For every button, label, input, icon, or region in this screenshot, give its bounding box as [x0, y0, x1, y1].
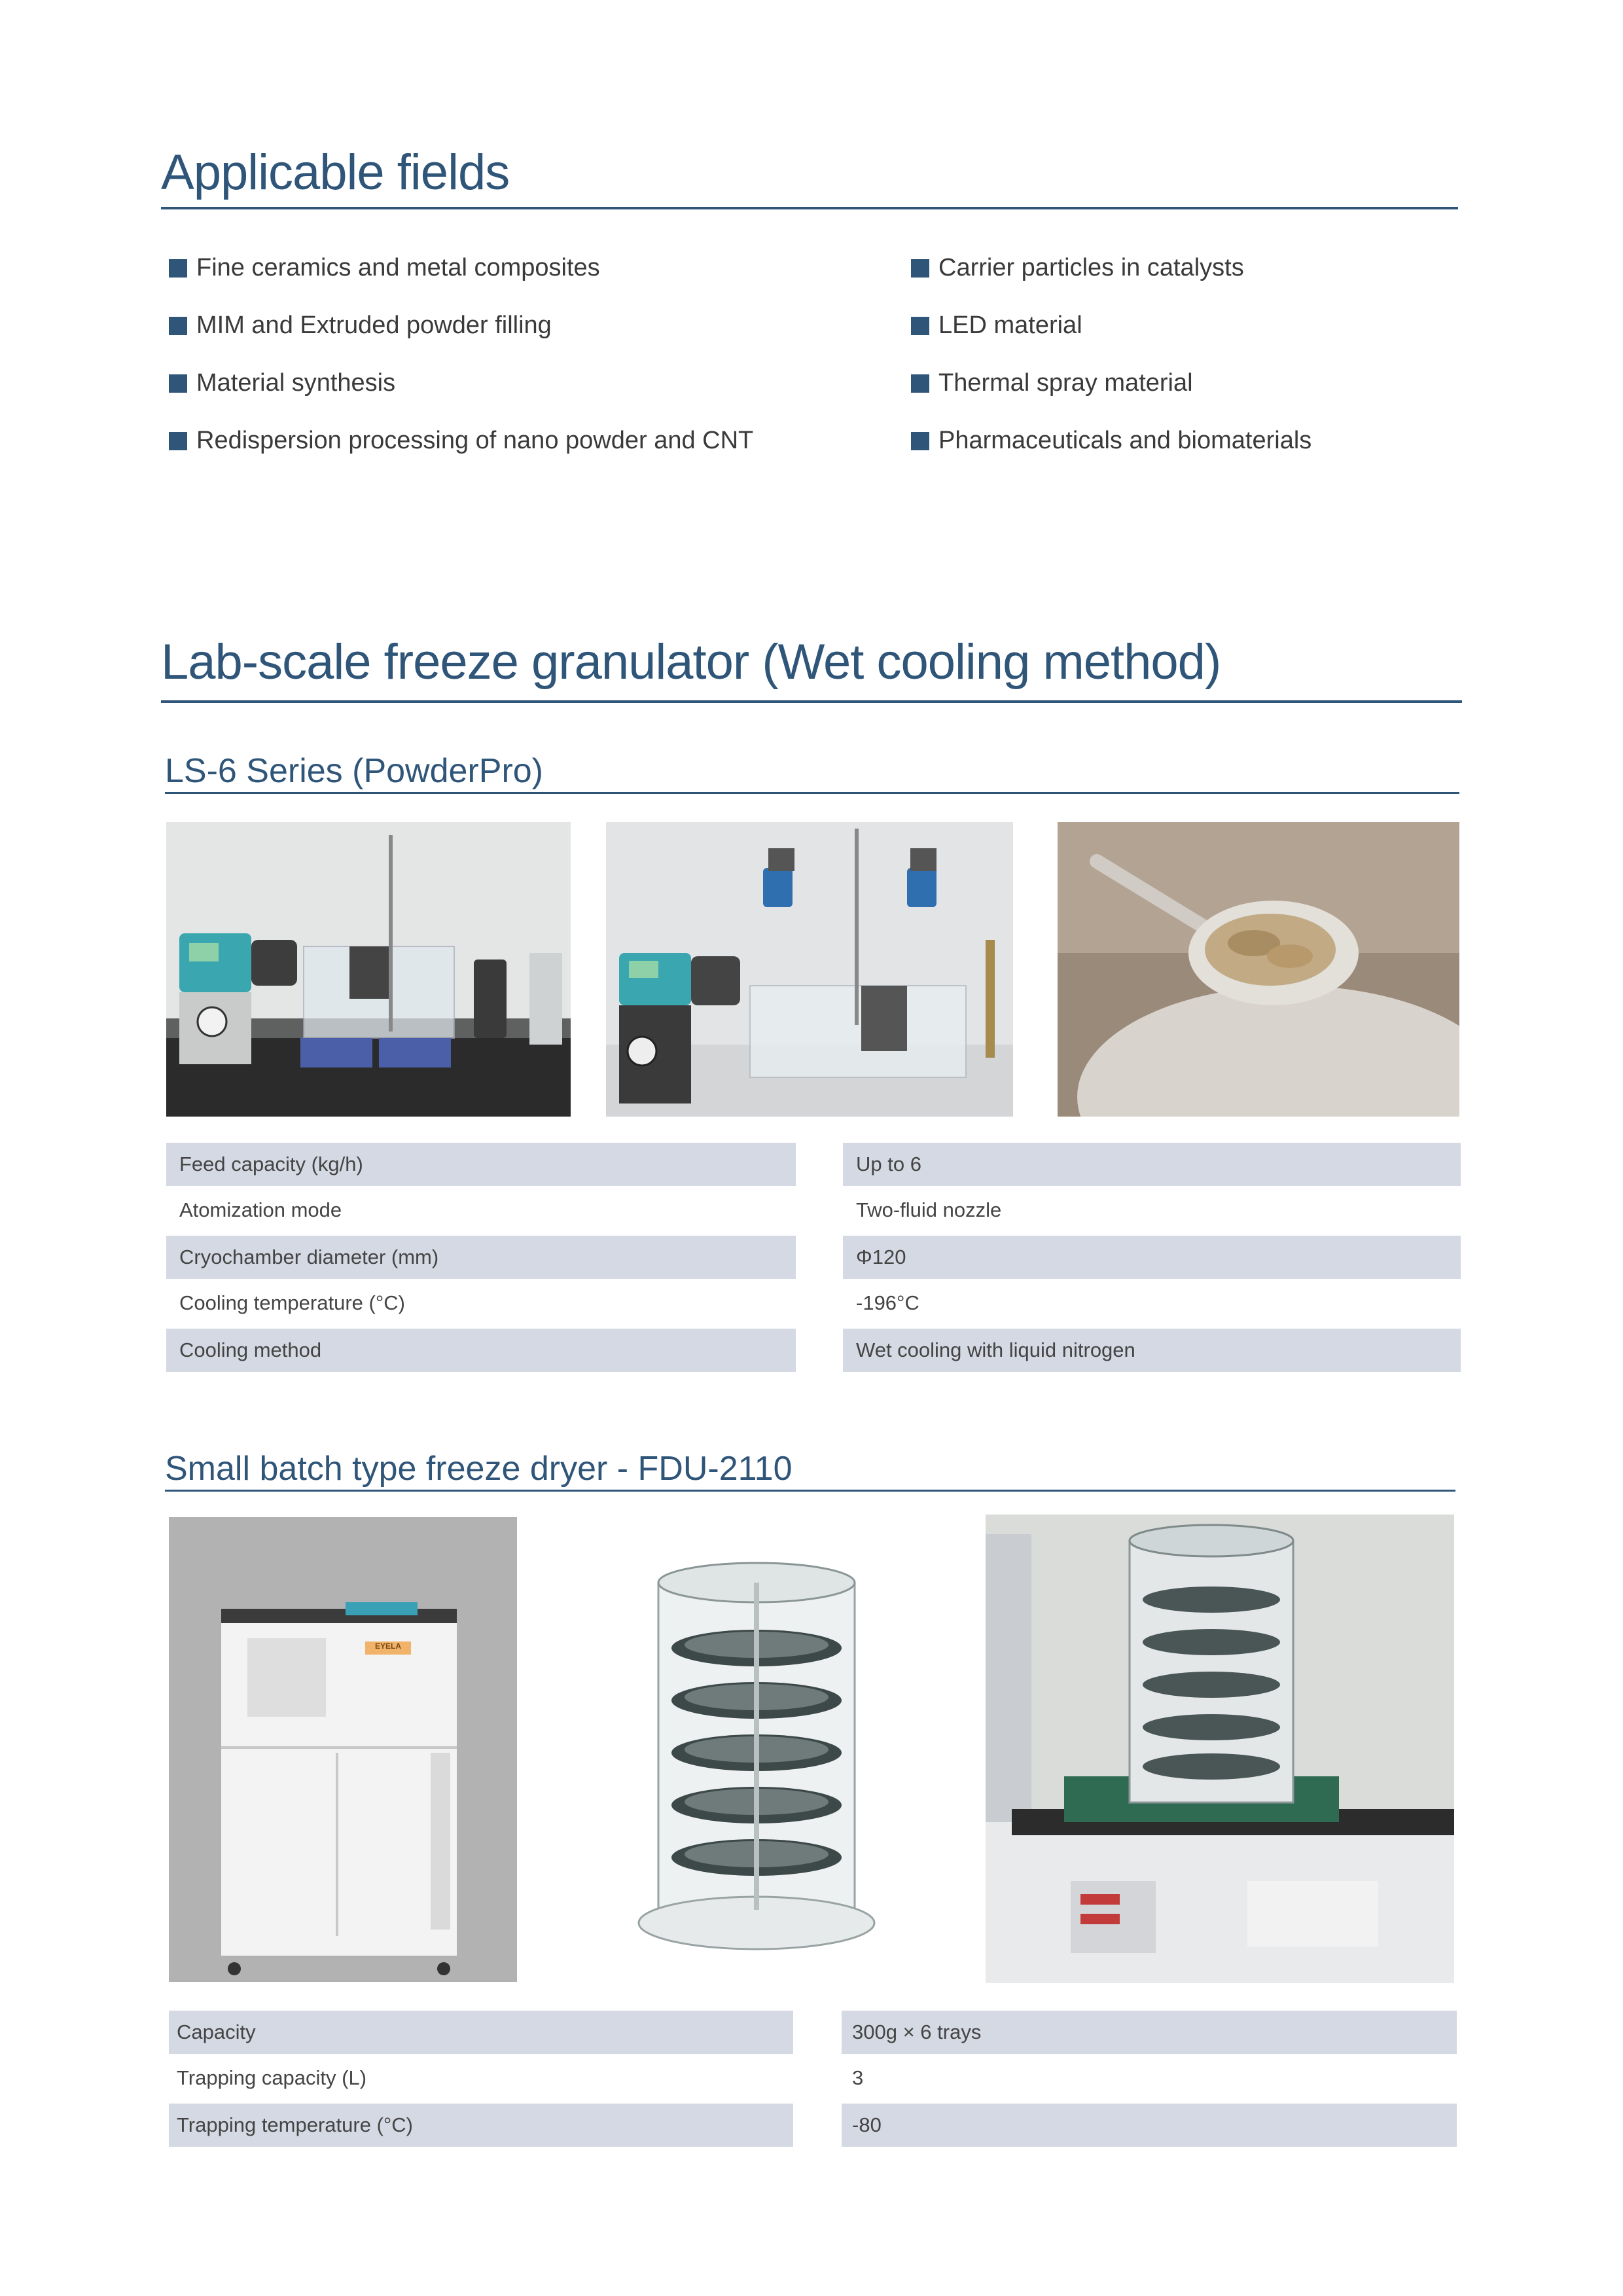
- list-item: Redispersion processing of nano powder a…: [169, 427, 753, 455]
- spec-value: Up to 6: [843, 1143, 1461, 1186]
- bullet-square-icon: [911, 316, 929, 335]
- spec-label: Feed capacity (kg/h): [166, 1143, 796, 1186]
- applicable-fields-rule: [161, 207, 1458, 209]
- granulated-powder-photo: [1058, 822, 1459, 1117]
- bullet-square-icon: [911, 431, 929, 450]
- spec-value: 3: [852, 2066, 864, 2089]
- list-item-text: Redispersion processing of nano powder a…: [196, 427, 754, 454]
- list-item: Pharmaceuticals and biomaterials: [911, 427, 1311, 455]
- tray-rack-photo: [586, 1517, 933, 1983]
- eyela-brand-label: EYELA: [374, 1641, 401, 1651]
- spec-label: Cryochamber diameter (mm): [166, 1236, 796, 1279]
- ls6-subtitle-rule: [165, 792, 1459, 794]
- spec-label: Trapping temperature (°C): [169, 2104, 793, 2147]
- bullet-square-icon: [169, 259, 187, 278]
- list-item-text: MIM and Extruded powder filling: [196, 312, 552, 339]
- bullet-square-icon: [911, 374, 929, 393]
- fdu2110-subtitle: Small batch type freeze dryer - FDU-2110: [165, 1450, 793, 1488]
- list-item: MIM and Extruded powder filling: [169, 312, 552, 340]
- spec-label: Atomization mode: [179, 1198, 342, 1221]
- list-item-text: Pharmaceuticals and biomaterials: [938, 427, 1312, 454]
- list-item: Material synthesis: [169, 369, 395, 397]
- list-item-text: Fine ceramics and metal composites: [196, 254, 600, 281]
- freeze-dryer-unit-photo: EYELA: [169, 1517, 517, 1982]
- list-item: Thermal spray material: [911, 369, 1193, 397]
- bullet-square-icon: [169, 374, 187, 393]
- spec-label: Trapping capacity (L): [177, 2066, 367, 2089]
- list-item-text: Thermal spray material: [938, 369, 1193, 397]
- dryer-in-use-photo: [986, 1515, 1454, 1983]
- spec-value: -80: [842, 2104, 1457, 2147]
- spec-label: Cooling temperature (°C): [179, 1291, 405, 1314]
- granulator-section-title: Lab-scale freeze granulator (Wet cooling…: [161, 634, 1221, 690]
- bullet-square-icon: [169, 316, 187, 335]
- list-item-text: Carrier particles in catalysts: [938, 254, 1244, 281]
- list-item: Fine ceramics and metal composites: [169, 254, 600, 282]
- spec-value: Wet cooling with liquid nitrogen: [843, 1329, 1461, 1372]
- bullet-square-icon: [911, 259, 929, 278]
- bullet-square-icon: [169, 431, 187, 450]
- fdu2110-subtitle-rule: [165, 1490, 1455, 1492]
- list-item-text: Material synthesis: [196, 369, 396, 397]
- granulator-setup-photo: [166, 822, 571, 1117]
- spec-value: 300g × 6 trays: [842, 2011, 1457, 2054]
- ls6-subtitle: LS-6 Series (PowderPro): [165, 752, 543, 790]
- spec-value: -196°C: [856, 1291, 919, 1314]
- spec-label: Cooling method: [166, 1329, 796, 1372]
- spec-label: Capacity: [169, 2011, 793, 2054]
- granulator-section-rule: [161, 700, 1462, 703]
- list-item-text: LED material: [938, 312, 1082, 339]
- spec-value: Two-fluid nozzle: [856, 1198, 1002, 1221]
- granulator-mixers-photo: [606, 822, 1013, 1117]
- list-item: Carrier particles in catalysts: [911, 254, 1244, 282]
- spec-value: Φ120: [843, 1236, 1461, 1279]
- applicable-fields-title: Applicable fields: [161, 145, 510, 200]
- list-item: LED material: [911, 312, 1082, 340]
